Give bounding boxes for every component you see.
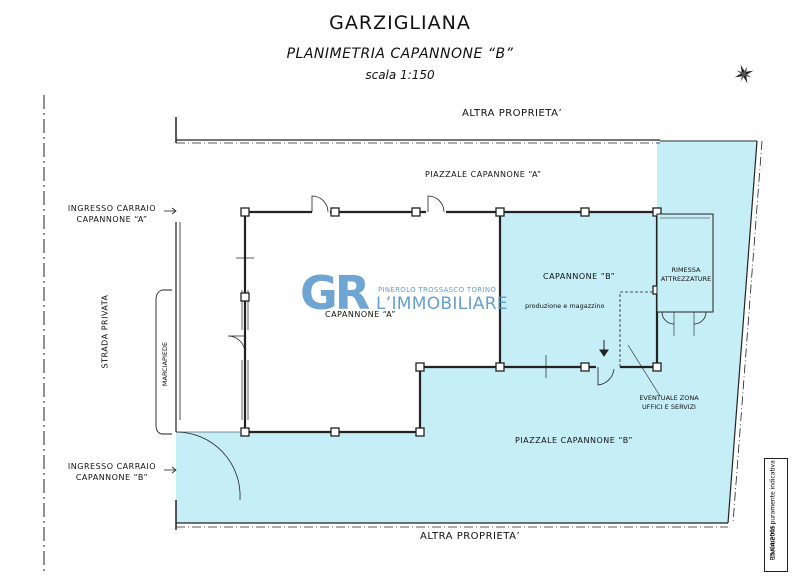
ingresso-a-line-2: CAPANNONE “A” bbox=[76, 215, 148, 224]
page-title: GARZIGLIANA bbox=[329, 12, 471, 34]
scale-label: scala 1:150 bbox=[365, 68, 435, 82]
right-property-line bbox=[727, 140, 758, 524]
marciapiede-label: MARCIAPIEDE bbox=[161, 341, 169, 387]
brand-initials: GR bbox=[300, 266, 370, 320]
ingresso-a-line-1: INGRESSO CARRAIO bbox=[67, 204, 157, 213]
disclaimer-date: 15/04/2005 bbox=[769, 525, 777, 560]
capannone-b-area bbox=[176, 142, 757, 523]
rimessa-line-2: ATTREZZATURE bbox=[660, 275, 712, 283]
capannone-b-fill bbox=[500, 212, 657, 367]
disclaimer-box: Planimetria puramente indicativa 15/04/2… bbox=[764, 458, 788, 572]
capannone-b-label: CAPANNONE “B” bbox=[543, 272, 616, 281]
rimessa-shed bbox=[656, 213, 714, 313]
office-zone-dashed bbox=[619, 291, 655, 367]
capannone-a-label: CAPANNONE “A” bbox=[325, 310, 396, 319]
eventuale-zona-label: EVENTUALE ZONA UFFICI E SERVIZI bbox=[628, 394, 710, 412]
piazzale-a-label: PIAZZALE CAPANNONE “A” bbox=[425, 170, 542, 179]
door-a3 bbox=[227, 335, 246, 354]
ingresso-b-line-1: INGRESSO CARRAIO bbox=[67, 462, 157, 471]
rimessa-label: RIMESSA ATTREZZATURE bbox=[656, 266, 716, 284]
brand-locations: PINEROLO TROSSASCO TORINO bbox=[378, 286, 497, 294]
brand-watermark: GR PINEROLO TROSSASCO TORINO L’IMMOBILIA… bbox=[300, 266, 508, 320]
door-a1 bbox=[311, 195, 329, 213]
ingresso-a-arrow-icon bbox=[164, 207, 177, 215]
strada-privata-label: STRADA PRIVATA bbox=[100, 294, 110, 369]
page-subtitle: PLANIMETRIA CAPANNONE “B” bbox=[286, 46, 514, 62]
door-a2 bbox=[427, 195, 445, 213]
compass-rose-icon bbox=[734, 64, 754, 84]
entry-arrow-icon bbox=[599, 340, 609, 357]
altra-proprieta-bottom-label: ALTRA PROPRIETA’ bbox=[420, 531, 521, 542]
altra-proprieta-top-label: ALTRA PROPRIETA’ bbox=[462, 108, 563, 119]
ingresso-b-line-2: CAPANNONE “B” bbox=[75, 473, 149, 482]
brand-name: L’IMMOBILIARE bbox=[376, 294, 508, 314]
sidewalk-outline bbox=[155, 289, 172, 435]
produzione-label: produzione e magazzino bbox=[525, 302, 605, 310]
eventuale-line-1: EVENTUALE ZONA bbox=[639, 394, 699, 402]
door-b1 bbox=[597, 367, 615, 386]
ingresso-b-label: INGRESSO CARRAIO CAPANNONE “B” bbox=[64, 461, 160, 483]
eventuale-line-2: UFFICI E SERVIZI bbox=[642, 403, 696, 411]
ingresso-b-arrow-icon bbox=[164, 466, 177, 474]
rimessa-line-1: RIMESSA bbox=[671, 266, 701, 274]
gate-b-arc bbox=[175, 431, 241, 501]
ingresso-a-label: INGRESSO CARRAIO CAPANNONE “A” bbox=[64, 203, 160, 225]
piazzale-b-label: PIAZZALE CAPANNONE “B” bbox=[515, 436, 633, 445]
